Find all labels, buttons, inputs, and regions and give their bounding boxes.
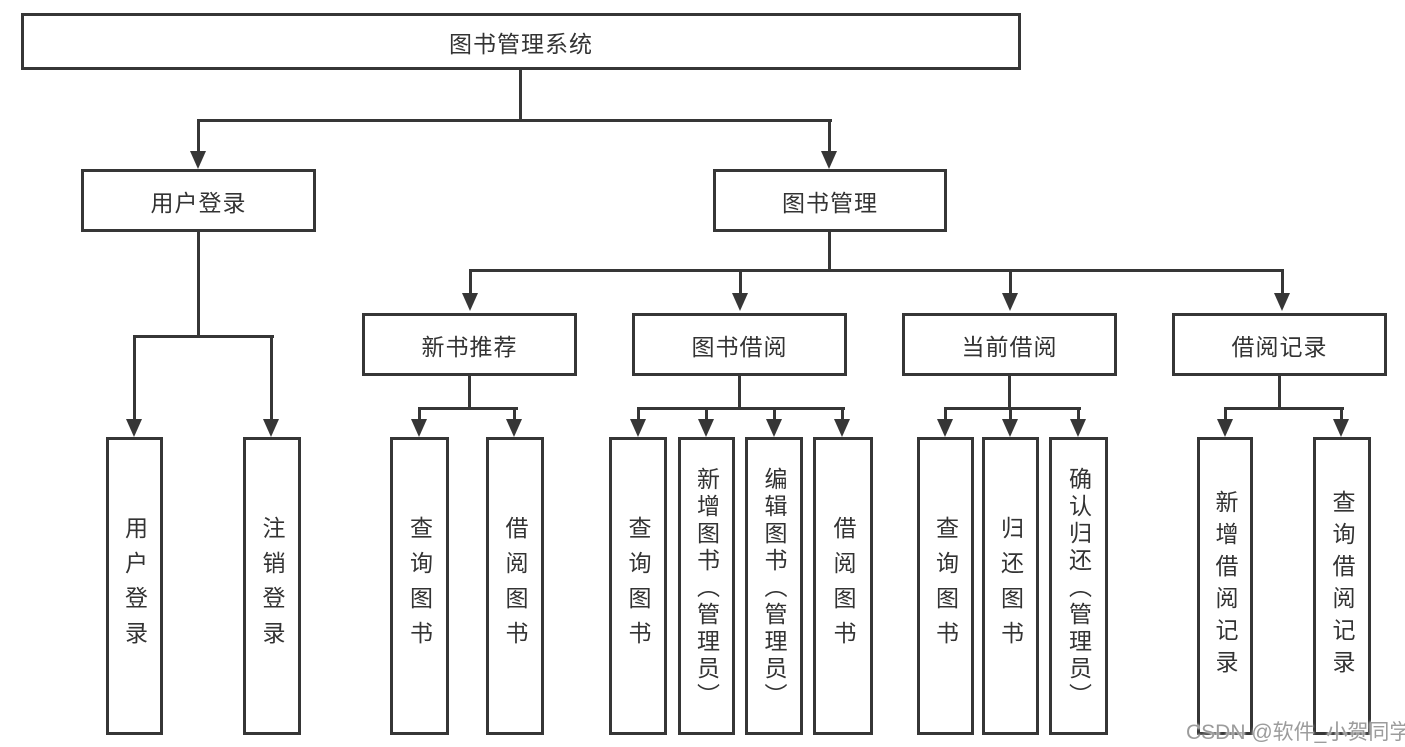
connector-vline	[828, 232, 831, 272]
node-book-management: 图书管理	[713, 169, 947, 232]
arrow-down-icon	[126, 419, 142, 437]
node-new-book-recommendation: 新书推荐	[362, 313, 577, 376]
connector-stem	[637, 407, 640, 421]
node-label: 借阅记录	[1231, 333, 1328, 360]
connector-hline	[197, 119, 832, 122]
connector-vline	[1278, 376, 1281, 410]
connector-stem	[828, 119, 831, 153]
node-borrowing-records: 借阅记录	[1172, 313, 1387, 376]
leaf-query-books-borrowing: 查询图书	[609, 437, 667, 735]
node-label: 用户登录	[121, 516, 148, 656]
connector-hline	[133, 335, 274, 338]
arrow-down-icon	[1333, 419, 1349, 437]
arrow-down-icon	[506, 419, 522, 437]
connector-hline	[944, 407, 1081, 410]
arrow-down-icon	[1002, 293, 1018, 311]
connector-stem	[1077, 407, 1080, 421]
arrow-down-icon	[766, 419, 782, 437]
connector-stem	[705, 407, 708, 421]
connector-hline	[1224, 407, 1344, 410]
arrow-down-icon	[1217, 419, 1233, 437]
arrow-down-icon	[937, 419, 953, 437]
arrow-down-icon	[698, 419, 714, 437]
arrow-down-icon	[462, 293, 478, 311]
connector-stem	[739, 269, 742, 295]
connector-stem	[418, 407, 421, 421]
arrow-down-icon	[263, 419, 279, 437]
node-current-borrowing: 当前借阅	[902, 313, 1117, 376]
connector-stem	[1340, 407, 1343, 421]
leaf-query-books-current: 查询图书	[917, 437, 974, 735]
node-label: 查询借阅记录	[1329, 490, 1355, 682]
node-label: 图书管理	[782, 189, 878, 216]
connector-hline	[469, 269, 1284, 272]
node-label: 新书推荐	[421, 333, 518, 360]
node-label: 借阅图书	[830, 516, 856, 656]
leaf-query-books-recommend: 查询图书	[390, 437, 449, 735]
connector-vline	[738, 376, 741, 410]
connector-stem	[197, 119, 200, 153]
connector-stem	[270, 335, 273, 421]
connector-vline	[1008, 376, 1011, 410]
leaf-borrow-books: 借阅图书	[813, 437, 873, 735]
node-label: 新增借阅记录	[1212, 490, 1238, 682]
connector-stem	[1009, 407, 1012, 421]
connector-stem	[469, 269, 472, 295]
leaf-return-books: 归还图书	[982, 437, 1039, 735]
node-label: 图书管理系统	[449, 30, 593, 57]
leaf-add-borrow-record: 新增借阅记录	[1197, 437, 1253, 735]
node-label: 编辑图书（管理员）	[761, 466, 787, 710]
connector-hline	[637, 407, 845, 410]
leaf-query-borrow-record: 查询借阅记录	[1313, 437, 1371, 735]
node-book-borrowing: 图书借阅	[632, 313, 847, 376]
arrow-down-icon	[1274, 293, 1290, 311]
node-label: 归还图书	[997, 516, 1024, 656]
arrow-down-icon	[411, 419, 427, 437]
node-label: 确认归还（管理员）	[1065, 466, 1092, 710]
arrow-down-icon	[821, 151, 837, 169]
leaf-logout: 注销登录	[243, 437, 301, 735]
connector-vline	[519, 70, 522, 122]
connector-vline	[197, 232, 200, 338]
arrow-down-icon	[1002, 419, 1018, 437]
node-library-management-system: 图书管理系统	[21, 13, 1021, 70]
connector-stem	[841, 407, 844, 421]
node-label: 查询图书	[625, 516, 651, 656]
arrow-down-icon	[190, 151, 206, 169]
leaf-add-book-admin: 新增图书（管理员）	[678, 437, 735, 735]
node-user-login: 用户登录	[81, 169, 316, 232]
connector-stem	[513, 407, 516, 421]
leaf-borrow-books-recommend: 借阅图书	[486, 437, 544, 735]
node-label: 新增图书（管理员）	[693, 466, 720, 710]
node-label: 借阅图书	[502, 516, 528, 656]
leaf-edit-book-admin: 编辑图书（管理员）	[745, 437, 803, 735]
connector-stem	[773, 407, 776, 421]
leaf-user-login: 用户登录	[106, 437, 163, 735]
arrow-down-icon	[834, 419, 850, 437]
connector-stem	[133, 335, 136, 421]
connector-stem	[1009, 269, 1012, 295]
node-label: 当前借阅	[961, 333, 1058, 360]
leaf-confirm-return-admin: 确认归还（管理员）	[1049, 437, 1108, 735]
connector-vline	[468, 376, 471, 410]
arrow-down-icon	[732, 293, 748, 311]
connector-hline	[418, 407, 518, 410]
arrow-down-icon	[1070, 419, 1086, 437]
node-label: 查询图书	[932, 516, 959, 656]
node-label: 注销登录	[259, 516, 285, 656]
connector-stem	[1281, 269, 1284, 295]
node-label: 用户登录	[150, 189, 247, 216]
arrow-down-icon	[630, 419, 646, 437]
connector-stem	[944, 407, 947, 421]
node-label: 查询图书	[406, 516, 433, 656]
connector-stem	[1224, 407, 1227, 421]
csdn-watermark: CSDN @软件_小贺同学	[1186, 721, 1405, 744]
node-label: 图书借阅	[691, 333, 788, 360]
